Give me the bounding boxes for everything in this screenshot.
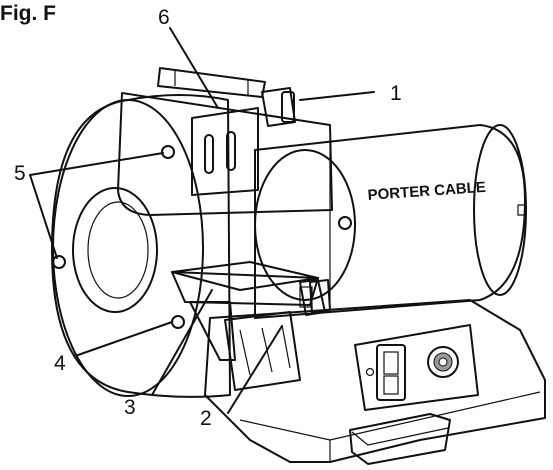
motor-housing bbox=[254, 124, 527, 319]
grinder-base bbox=[204, 299, 546, 463]
guard-screw-lower bbox=[52, 255, 66, 269]
callout-6: 6 bbox=[158, 6, 170, 29]
brand-logo: PORTER CABLE bbox=[367, 179, 486, 204]
callout-3: 3 bbox=[124, 396, 136, 419]
switch-panel bbox=[354, 324, 479, 411]
grinding-wheel bbox=[72, 187, 158, 313]
callout-2: 2 bbox=[200, 407, 212, 430]
tool-rest-screw bbox=[171, 315, 185, 329]
shaft-hub bbox=[254, 149, 356, 301]
water-tray bbox=[349, 413, 451, 465]
wheel-guard bbox=[51, 94, 231, 398]
svg-text:PORTER CABLE: PORTER CABLE bbox=[367, 179, 486, 204]
tool-rest bbox=[171, 261, 326, 361]
callout-5: 5 bbox=[14, 162, 26, 185]
speed-dial bbox=[427, 346, 459, 378]
shield-knob bbox=[261, 87, 296, 127]
callout-4: 4 bbox=[54, 352, 66, 375]
guard-screw-upper bbox=[161, 145, 175, 159]
panel-screw bbox=[365, 367, 375, 377]
power-switch bbox=[376, 344, 406, 401]
shield-bracket bbox=[191, 107, 259, 196]
tool-rest-knob bbox=[299, 279, 331, 314]
callout-1: 1 bbox=[390, 82, 402, 105]
support-arm bbox=[224, 311, 301, 391]
figure-title: Fig. F bbox=[0, 2, 56, 25]
leader-lines bbox=[29, 27, 375, 414]
